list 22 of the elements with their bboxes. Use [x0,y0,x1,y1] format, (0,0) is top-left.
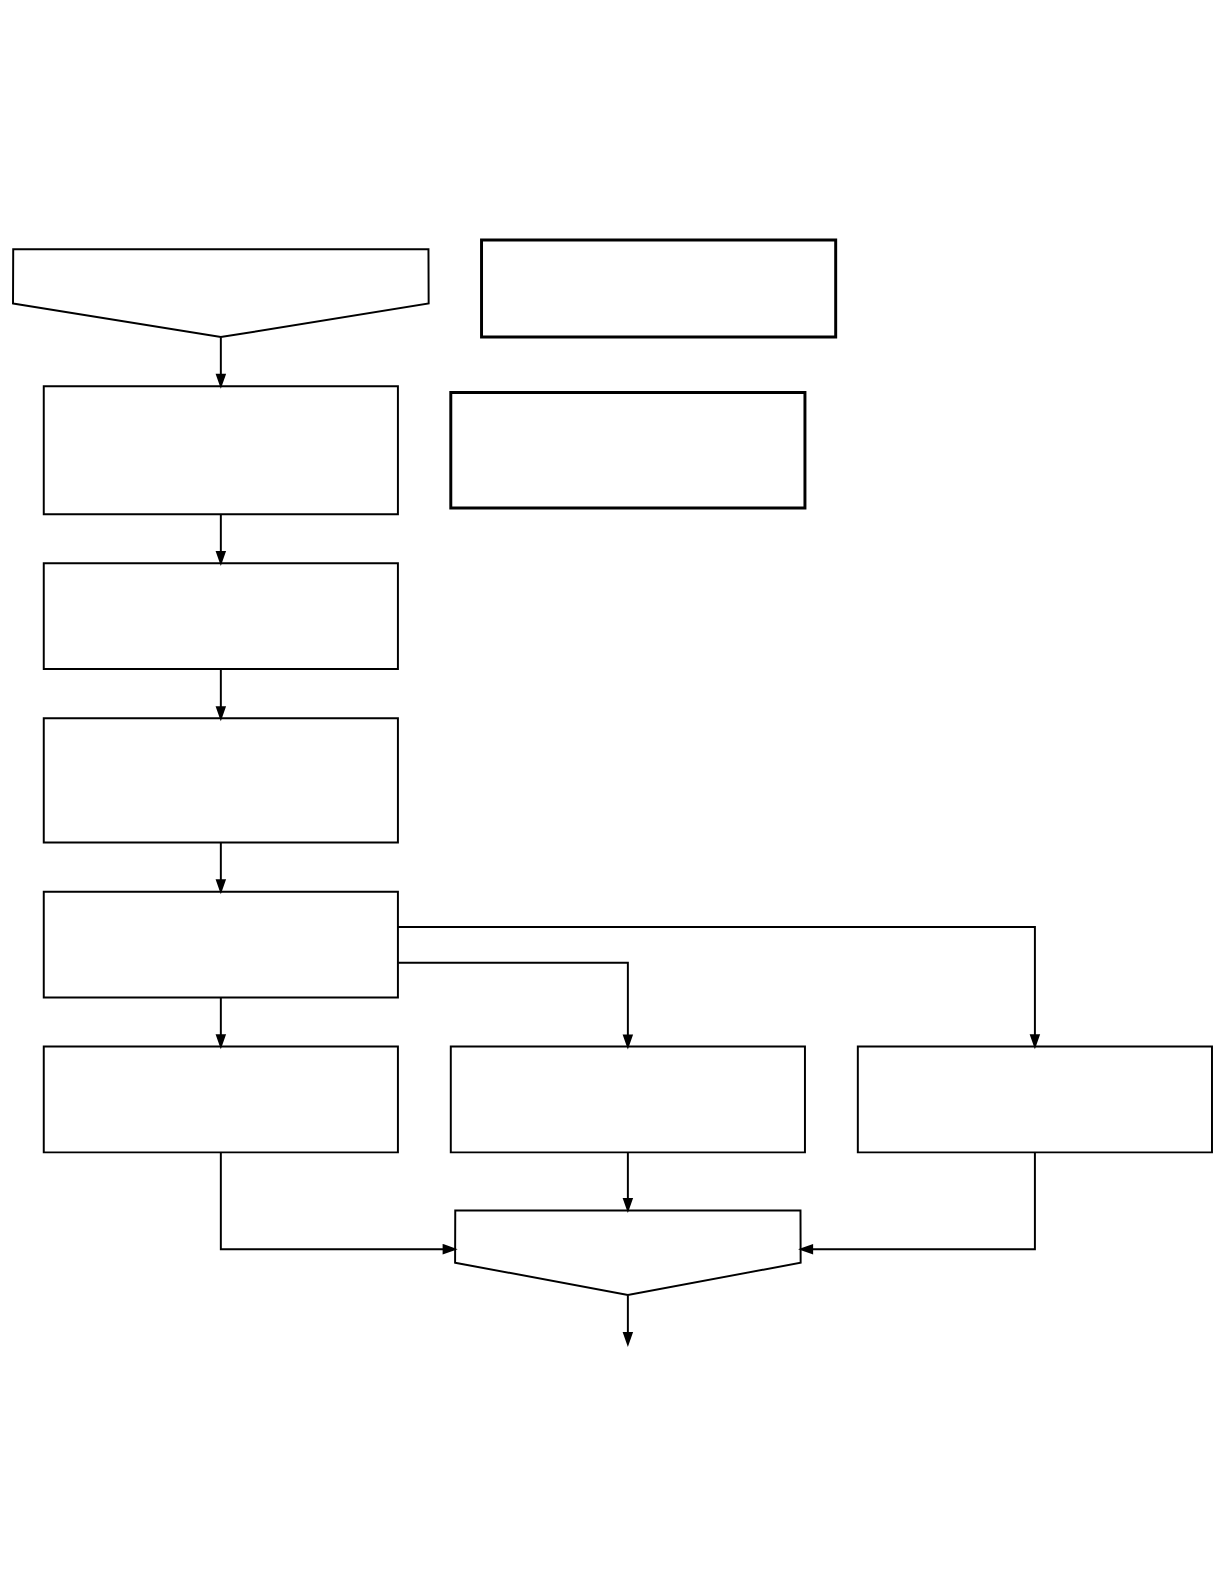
arrow [215,668,227,722]
node-pentagon [454,1209,802,1296]
node-box [42,385,399,516]
arrow [219,1151,458,1255]
node-box [449,390,807,510]
arrow [397,961,634,1050]
arrow [215,996,227,1050]
node-box [42,890,399,999]
node-box [42,717,399,844]
arrow [798,1151,1036,1255]
node-pentagon [12,248,430,339]
arrow [397,926,1041,1050]
node-box [449,1045,806,1154]
arrow [622,1294,634,1347]
arrow [215,841,227,895]
node-box [42,1045,399,1154]
arrow [215,336,227,389]
node-box [42,562,399,671]
node-box [480,238,838,339]
node-box [856,1045,1213,1154]
arrow [215,513,227,566]
arrow [622,1151,634,1214]
